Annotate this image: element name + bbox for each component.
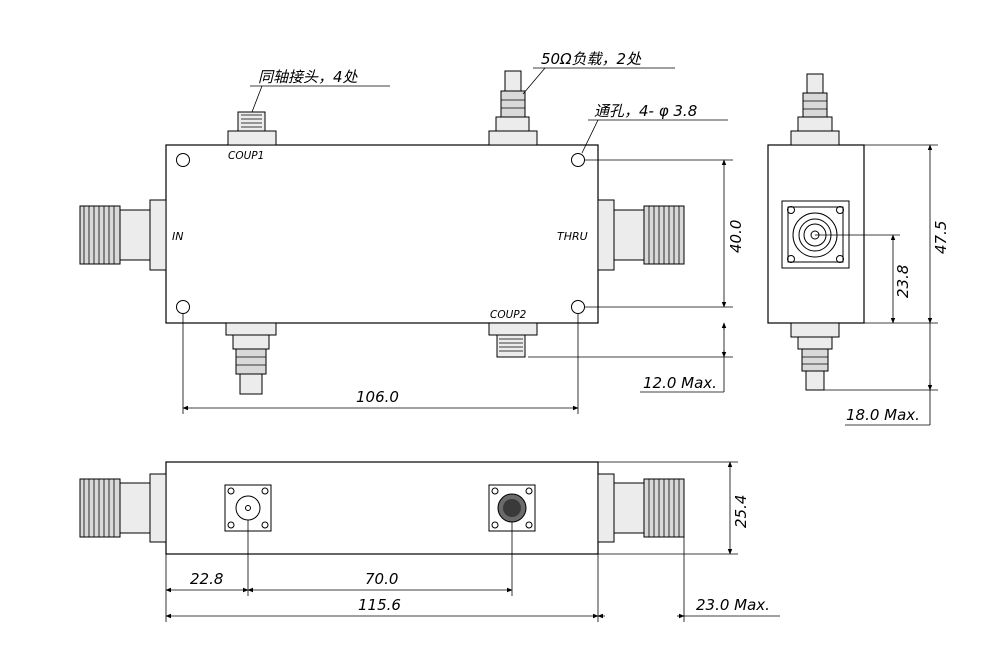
thru-connector <box>597 199 685 271</box>
bottom-in-connector <box>79 473 167 543</box>
in-connector <box>79 199 167 271</box>
dim-bottom-offsets: 22.8 70.0 <box>165 520 599 622</box>
dim-side-center-value: 23.8 <box>894 265 912 298</box>
coup1-label: COUP1 <box>228 150 264 162</box>
side-view: 47.5 23.8 18.0 Max. <box>767 73 950 426</box>
dim-bottom-spacing-value: 70.0 <box>365 570 398 588</box>
mounting-hole <box>571 153 585 167</box>
thru-label: THRU <box>557 230 588 243</box>
callout-coax-text: 同轴接头，4处 <box>258 68 359 86</box>
callout-load: 50Ω负载，2处 <box>522 50 675 95</box>
top-view: COUP1 COUP2 IN THRU 同轴接头，4处 50Ω负载，2处 通孔，… <box>79 50 745 414</box>
dim-height-holes: 40.0 <box>585 159 745 308</box>
coup2-connector <box>488 322 538 358</box>
dim-side-height-value: 47.5 <box>932 221 950 254</box>
dim-side-center: 23.8 <box>815 234 912 324</box>
in-label: IN <box>172 230 183 243</box>
top-view-housing <box>165 144 599 324</box>
coup2-label: COUP2 <box>490 309 527 321</box>
dim-bottom-offset-value: 22.8 <box>190 570 223 588</box>
mounting-hole <box>176 300 190 314</box>
dim-bottom-height: 25.4 <box>598 461 750 555</box>
mounting-hole <box>176 153 190 167</box>
side-load-bottom <box>790 322 840 391</box>
mounting-hole <box>571 300 585 314</box>
dim-height-holes-value: 40.0 <box>727 220 745 253</box>
dim-connector-max-value: 12.0 Max. <box>643 374 717 392</box>
callout-load-text: 50Ω负载，2处 <box>541 50 642 68</box>
bottom-view: 25.4 22.8 70.0 115.6 23.0 Max. <box>79 461 780 622</box>
dim-side-height: 47.5 <box>864 144 950 324</box>
dim-bottom-height-value: 25.4 <box>732 495 750 528</box>
coup1-connector <box>227 111 277 146</box>
load-connector-top <box>488 70 538 146</box>
dim-bottom-length-value: 115.6 <box>358 596 401 614</box>
dim-bottom-length: 115.6 <box>165 596 599 619</box>
dim-end-max-value: 23.0 Max. <box>696 596 770 614</box>
dim-end-max: 23.0 Max. <box>597 537 780 622</box>
dim-side-max-value: 18.0 Max. <box>846 406 920 424</box>
dim-length-holes: 106.0 <box>182 314 579 414</box>
load-connector-bottom <box>225 322 277 395</box>
callout-hole-text: 通孔，4- φ 3.8 <box>594 102 697 120</box>
callout-hole: 通孔，4- φ 3.8 <box>581 102 728 154</box>
callout-coax: 同轴接头，4处 <box>250 68 390 113</box>
side-load-top <box>790 73 840 146</box>
dim-connector-max: 12.0 Max. <box>528 322 733 393</box>
bottom-coup2-face <box>488 484 536 532</box>
mounting-holes <box>176 153 585 314</box>
bottom-view-housing <box>165 461 599 555</box>
bottom-thru-connector <box>597 473 685 543</box>
dim-length-holes-value: 106.0 <box>356 388 399 406</box>
dim-side-max: 18.0 Max. <box>824 323 938 426</box>
side-view-housing <box>767 144 865 324</box>
